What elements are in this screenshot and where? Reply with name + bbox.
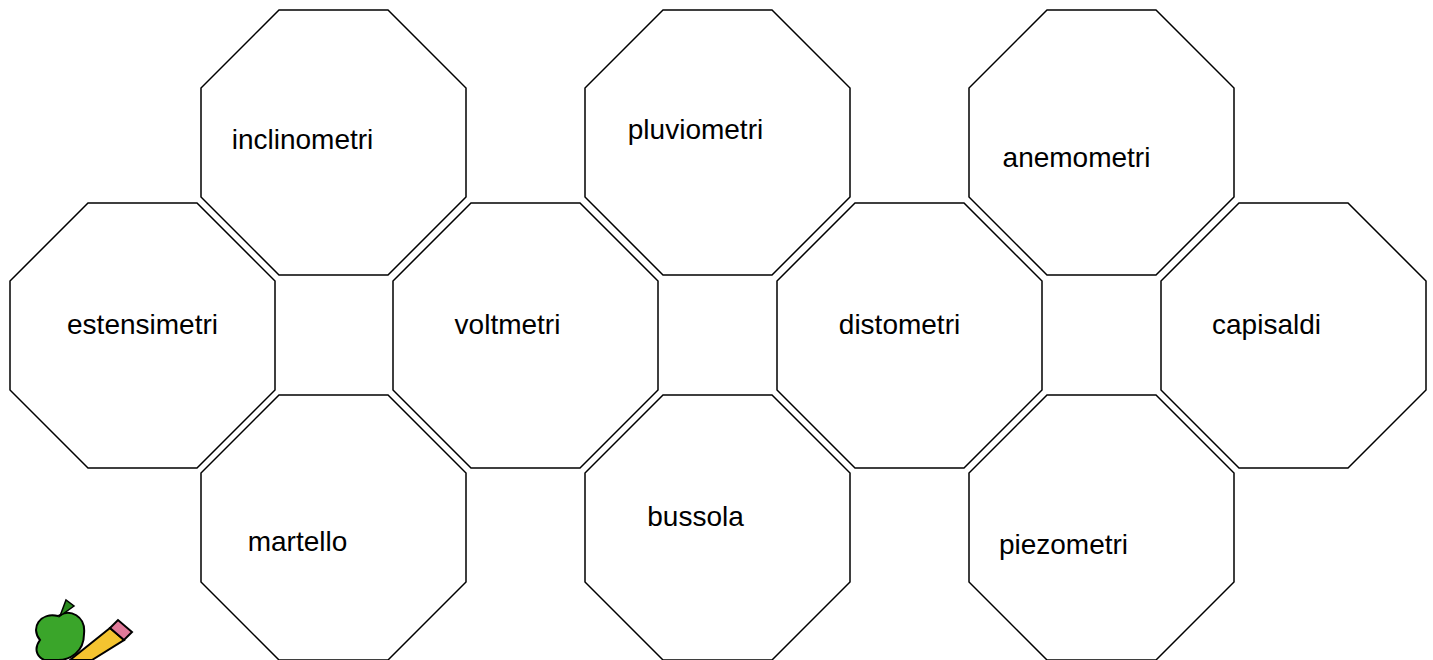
octagon-box: voltmetri <box>393 203 658 468</box>
octagon-box: distometri <box>777 203 1042 468</box>
instrument-label: capisaldi <box>1212 309 1321 341</box>
octagon-box: capisaldi <box>1161 203 1426 468</box>
octagon-box: estensimetri <box>10 203 275 468</box>
instrument-label: piezometri <box>999 529 1128 561</box>
instrument-label: voltmetri <box>455 309 561 341</box>
instrument-label: inclinometri <box>232 124 374 156</box>
octagon-box: inclinometri <box>201 10 466 275</box>
octagon-box: pluviometri <box>585 10 850 275</box>
instrument-label: martello <box>248 526 348 558</box>
octagon-box: piezometri <box>969 395 1234 660</box>
octagon-box: martello <box>201 395 466 660</box>
octagon-box: anemometri <box>969 10 1234 275</box>
octagon-outline <box>969 395 1234 660</box>
instrument-label: anemometri <box>1003 142 1151 174</box>
instrument-label: pluviometri <box>628 114 763 146</box>
octagon-box: bussola <box>585 395 850 660</box>
pencil-apple-icon <box>36 600 132 660</box>
instrument-label: bussola <box>647 501 744 533</box>
instrument-label: estensimetri <box>67 309 218 341</box>
instrument-label: distometri <box>839 309 960 341</box>
